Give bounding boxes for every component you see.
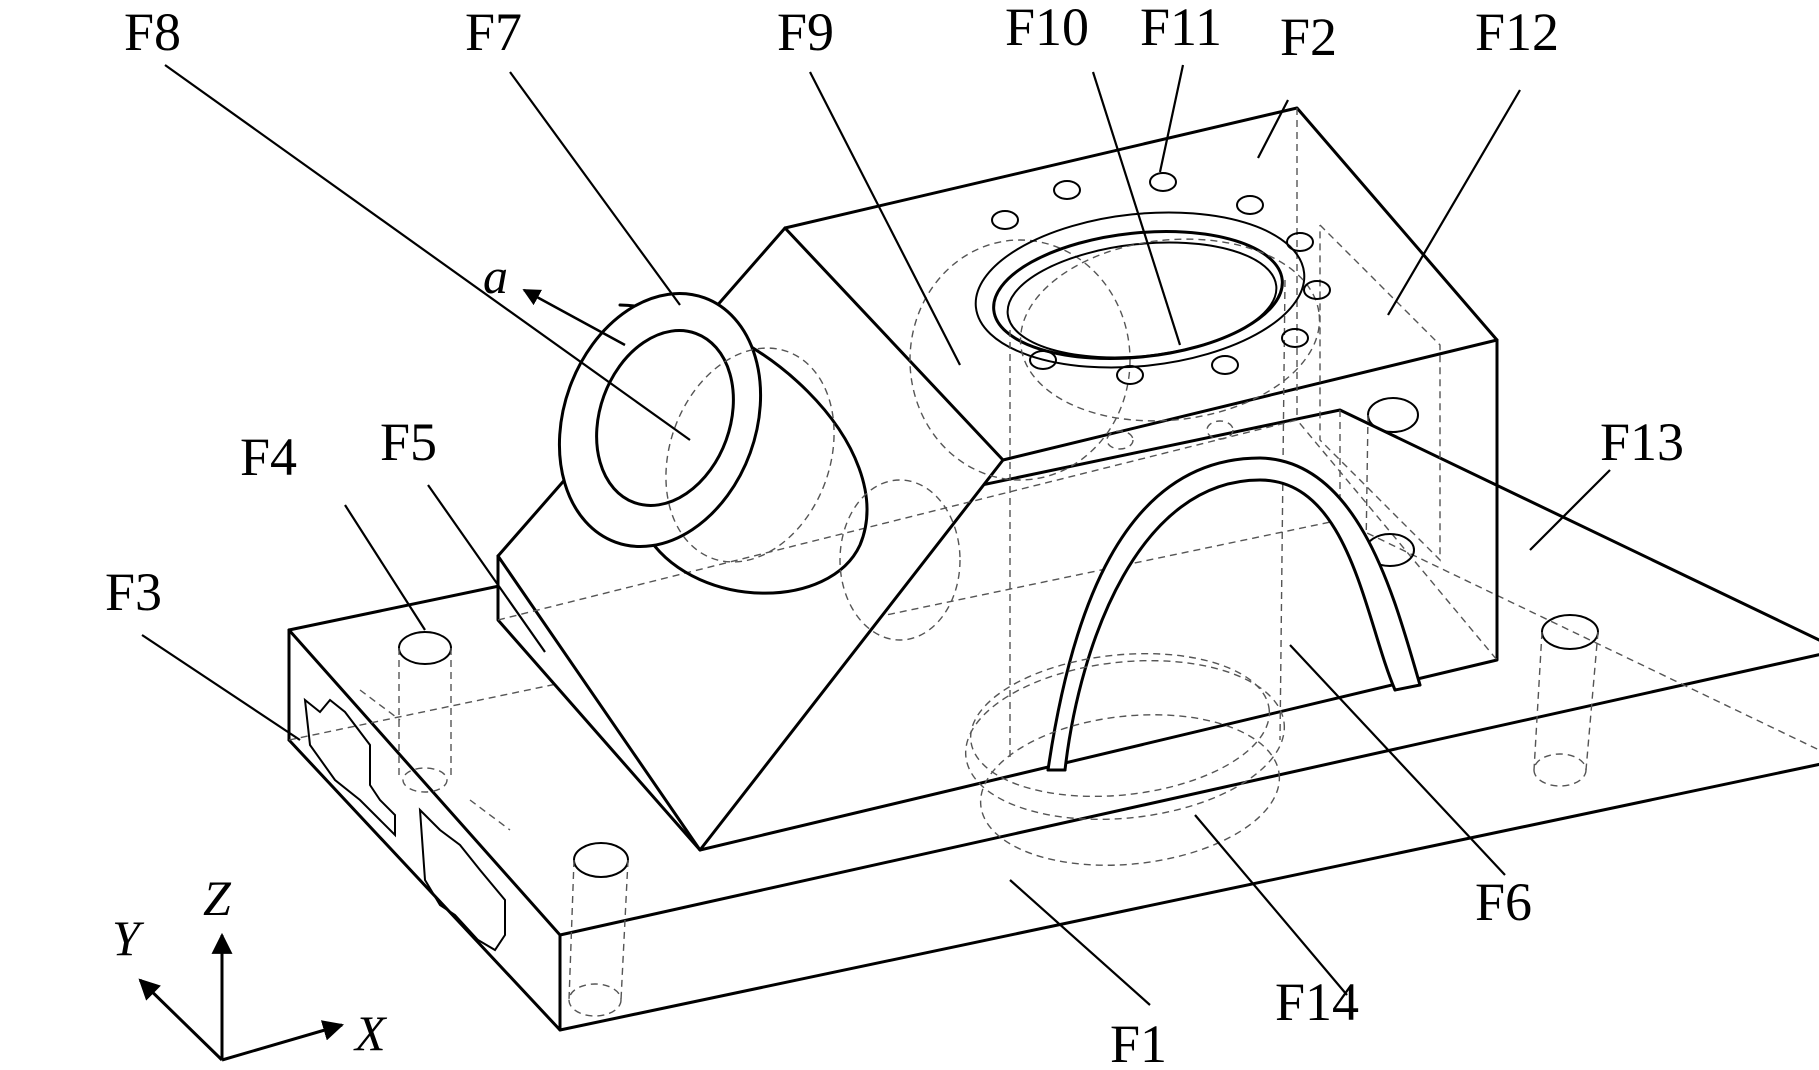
leader-lines <box>141 64 1611 1006</box>
label-f2: F2 <box>1280 7 1337 67</box>
label-f9: F9 <box>777 2 834 62</box>
bottom-bore <box>964 652 1286 866</box>
label-f11: F11 <box>1140 0 1222 57</box>
label-f1: F1 <box>1110 1014 1167 1070</box>
axis-label-x: X <box>353 1005 388 1061</box>
label-f6: F6 <box>1475 872 1532 932</box>
bolt-circle-holes <box>991 172 1331 450</box>
upper-block <box>496 106 1499 852</box>
base-plate <box>287 408 1819 1032</box>
coordinate-axes: Z Y X <box>112 870 388 1062</box>
top-bore <box>974 211 1321 760</box>
label-f8: F8 <box>124 2 181 62</box>
arch-cutout <box>1046 456 1422 772</box>
label-f4: F4 <box>240 427 297 487</box>
label-f13: F13 <box>1600 412 1684 472</box>
left-slots <box>303 689 511 952</box>
y-axis-arrow <box>138 978 224 1062</box>
axis-label-y: Y <box>112 910 145 966</box>
label-f3: F3 <box>105 562 162 622</box>
label-f14: F14 <box>1275 972 1359 1032</box>
label-f7: F7 <box>465 2 522 62</box>
x-axis-arrow <box>221 1020 345 1062</box>
base-holes <box>398 614 1599 1017</box>
label-f12: F12 <box>1475 2 1559 62</box>
boss-cylinder <box>557 239 1131 641</box>
axis-label-z: Z <box>203 870 232 926</box>
label-f5: F5 <box>380 412 437 472</box>
feature-labels: F8 F7 F9 F10 F11 F2 F12 F13 F4 F5 F3 F6 … <box>105 0 1684 1070</box>
label-f10: F10 <box>1005 0 1089 57</box>
